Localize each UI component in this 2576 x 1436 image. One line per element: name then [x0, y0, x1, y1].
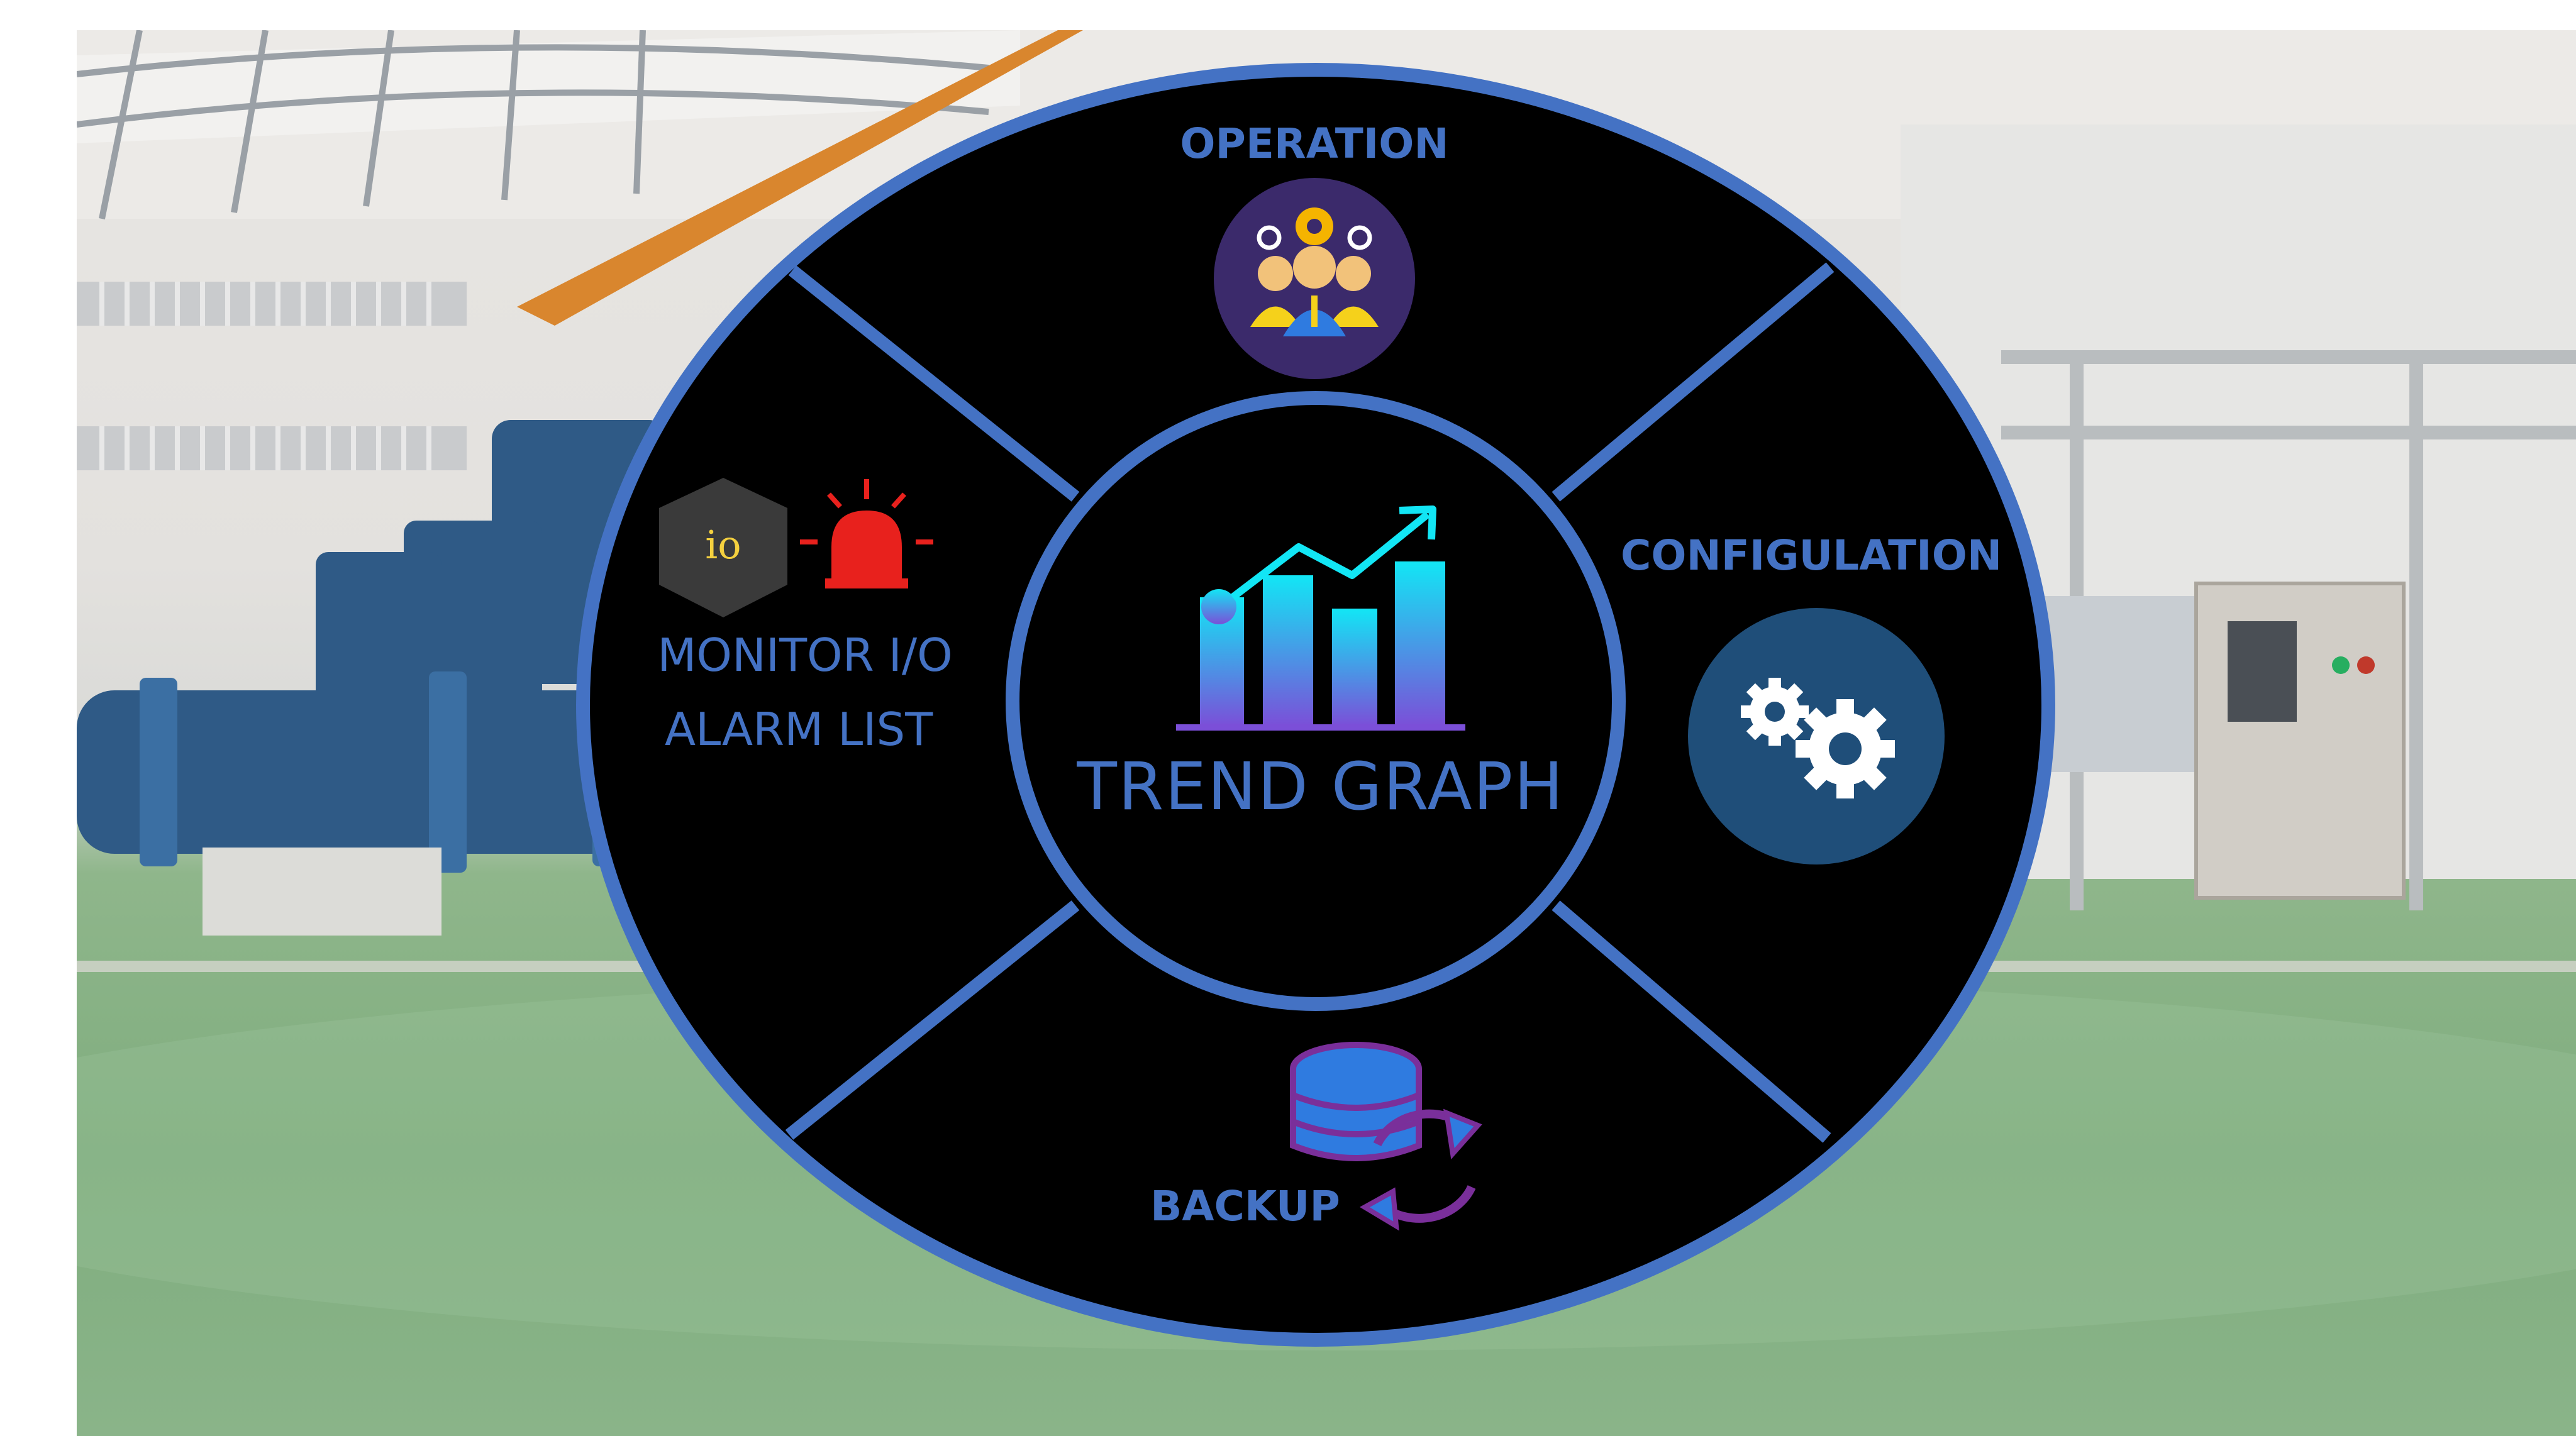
io-hexagon-icon: io [659, 478, 787, 617]
operation-label: OPERATION [1180, 119, 1449, 168]
center-trend-graph[interactable] [1006, 391, 1626, 1011]
trend-graph-label: TREND GRAPH [1077, 748, 1565, 825]
alarm-siren-icon [800, 479, 933, 588]
alarm-list-label: ALARM LIST [664, 703, 933, 756]
gears-icon [1688, 608, 1945, 864]
segment-dividers [785, 262, 1835, 1143]
team-gears-icon [1214, 178, 1415, 379]
backup-label: BACKUP [1150, 1182, 1340, 1230]
trend-chart-icon [1176, 505, 1465, 731]
io-text: io [705, 522, 741, 568]
configuration-label: CONFIGULATION [1620, 531, 2002, 580]
database-sync-icon [1290, 1042, 1482, 1231]
monitor-io-label: MONITOR I/O [657, 629, 953, 682]
